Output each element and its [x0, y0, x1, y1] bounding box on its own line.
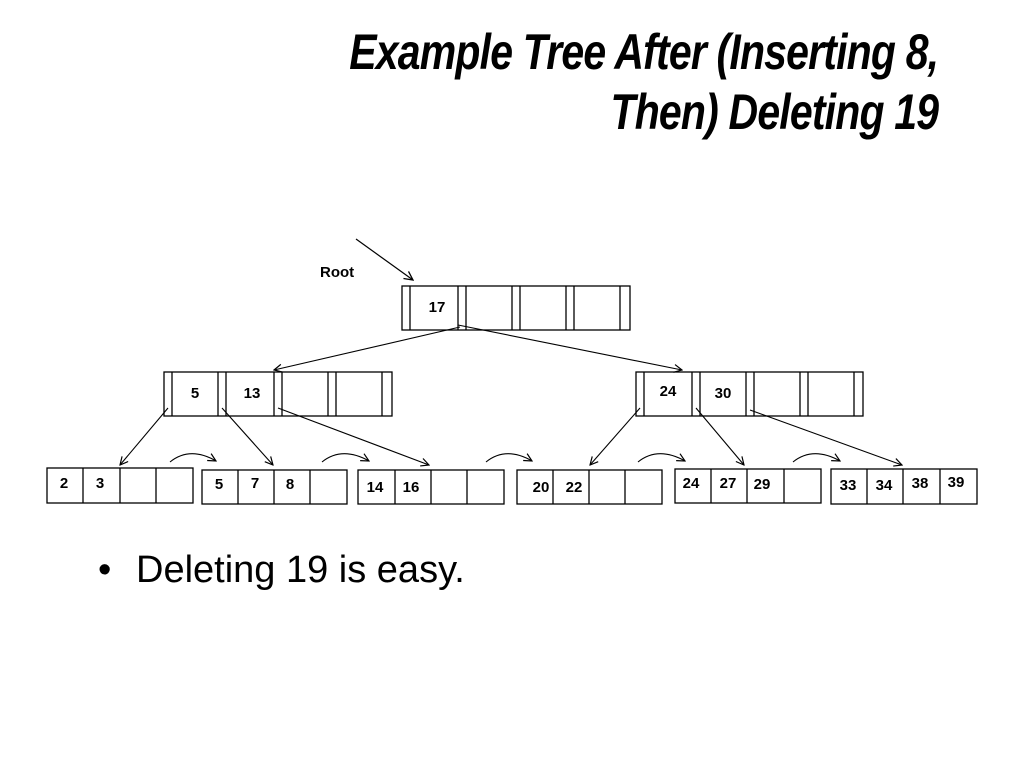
leaf-sibling-link-1 [169, 453, 216, 463]
leaf-node-6: 33 34 38 39 [830, 468, 978, 505]
leaf3-key-2: 16 [403, 479, 420, 496]
leaf6-key-1: 33 [840, 477, 857, 494]
leaf2-key-2: 7 [251, 475, 259, 492]
leaf5-key-2: 27 [720, 475, 737, 492]
leaf5-key-1: 24 [683, 475, 700, 492]
leaf3-key-1: 14 [367, 479, 384, 496]
node2-to-leaf4-arrow [590, 407, 641, 465]
leaf2-key-3: 8 [286, 476, 294, 493]
node1-to-leaf1-arrow [120, 407, 169, 465]
leaf-sibling-link-2 [321, 453, 369, 463]
leaf-node-2: 5 7 8 [201, 469, 348, 505]
node2-to-leaf5-arrow [695, 407, 744, 465]
leaf-node-1: 2 3 [46, 467, 194, 504]
leaf1-key-1: 2 [60, 475, 68, 492]
slide-title-line-1: Example Tree After (Inserting 8, [349, 24, 939, 80]
leaf-node-3: 14 16 [357, 469, 505, 505]
leaf4-key-2: 22 [566, 479, 583, 496]
bullet-list: • Deleting 19 is easy. [98, 549, 465, 592]
node2-key-1: 24 [660, 383, 677, 400]
node2-key-2: 30 [715, 385, 732, 402]
bullet-text: Deleting 19 is easy. [136, 549, 465, 591]
node1-to-leaf3-arrow [277, 407, 429, 465]
leaf1-key-2: 3 [96, 475, 104, 492]
internal-node-2: 24 30 [635, 371, 864, 417]
root-label: Root [320, 264, 354, 281]
root-to-node2-arrow [457, 324, 682, 370]
leaf5-key-3: 29 [754, 476, 771, 493]
root-node: 17 [401, 285, 631, 331]
leaf6-key-2: 34 [876, 477, 893, 494]
root-pointer-arrow [355, 238, 413, 280]
bullet-item: • Deleting 19 is easy. [98, 549, 465, 592]
slide-title-line-2: Then) Deleting 19 [610, 84, 939, 140]
node2-to-leaf6-arrow [749, 409, 902, 465]
leaf6-key-4: 39 [948, 474, 965, 491]
leaf-sibling-link-3 [485, 453, 532, 463]
leaf-sibling-link-4 [637, 453, 685, 463]
node1-key-1: 5 [191, 385, 199, 402]
bullet-dot-icon: • [98, 549, 112, 591]
leaf2-key-1: 5 [215, 476, 223, 493]
leaf4-key-1: 20 [533, 479, 550, 496]
internal-node-1: 5 13 [163, 371, 393, 417]
slide-title: Example Tree After (Inserting 8, Then) D… [349, 22, 939, 142]
leaf-sibling-link-5 [792, 453, 840, 463]
node1-to-leaf2-arrow [221, 407, 273, 465]
leaf-node-4: 20 22 [516, 469, 663, 505]
root-to-node1-arrow [274, 326, 461, 370]
leaf-node-5: 24 27 29 [674, 468, 822, 504]
root-key-1: 17 [429, 299, 446, 316]
leaf6-key-3: 38 [912, 475, 929, 492]
node1-key-2: 13 [244, 385, 261, 402]
